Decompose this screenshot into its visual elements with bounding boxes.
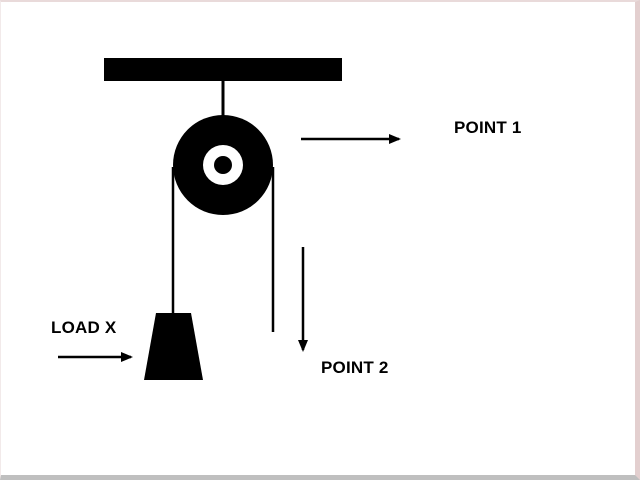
pulley-diagram-svg: POINT 1 POINT 2 LOAD X bbox=[51, 58, 522, 380]
pulley-axle bbox=[214, 156, 232, 174]
ceiling-beam bbox=[104, 58, 342, 81]
point2-label: POINT 2 bbox=[321, 358, 389, 377]
load-label: LOAD X bbox=[51, 318, 117, 337]
load-weight bbox=[144, 313, 203, 380]
point1-label: POINT 1 bbox=[454, 118, 522, 137]
